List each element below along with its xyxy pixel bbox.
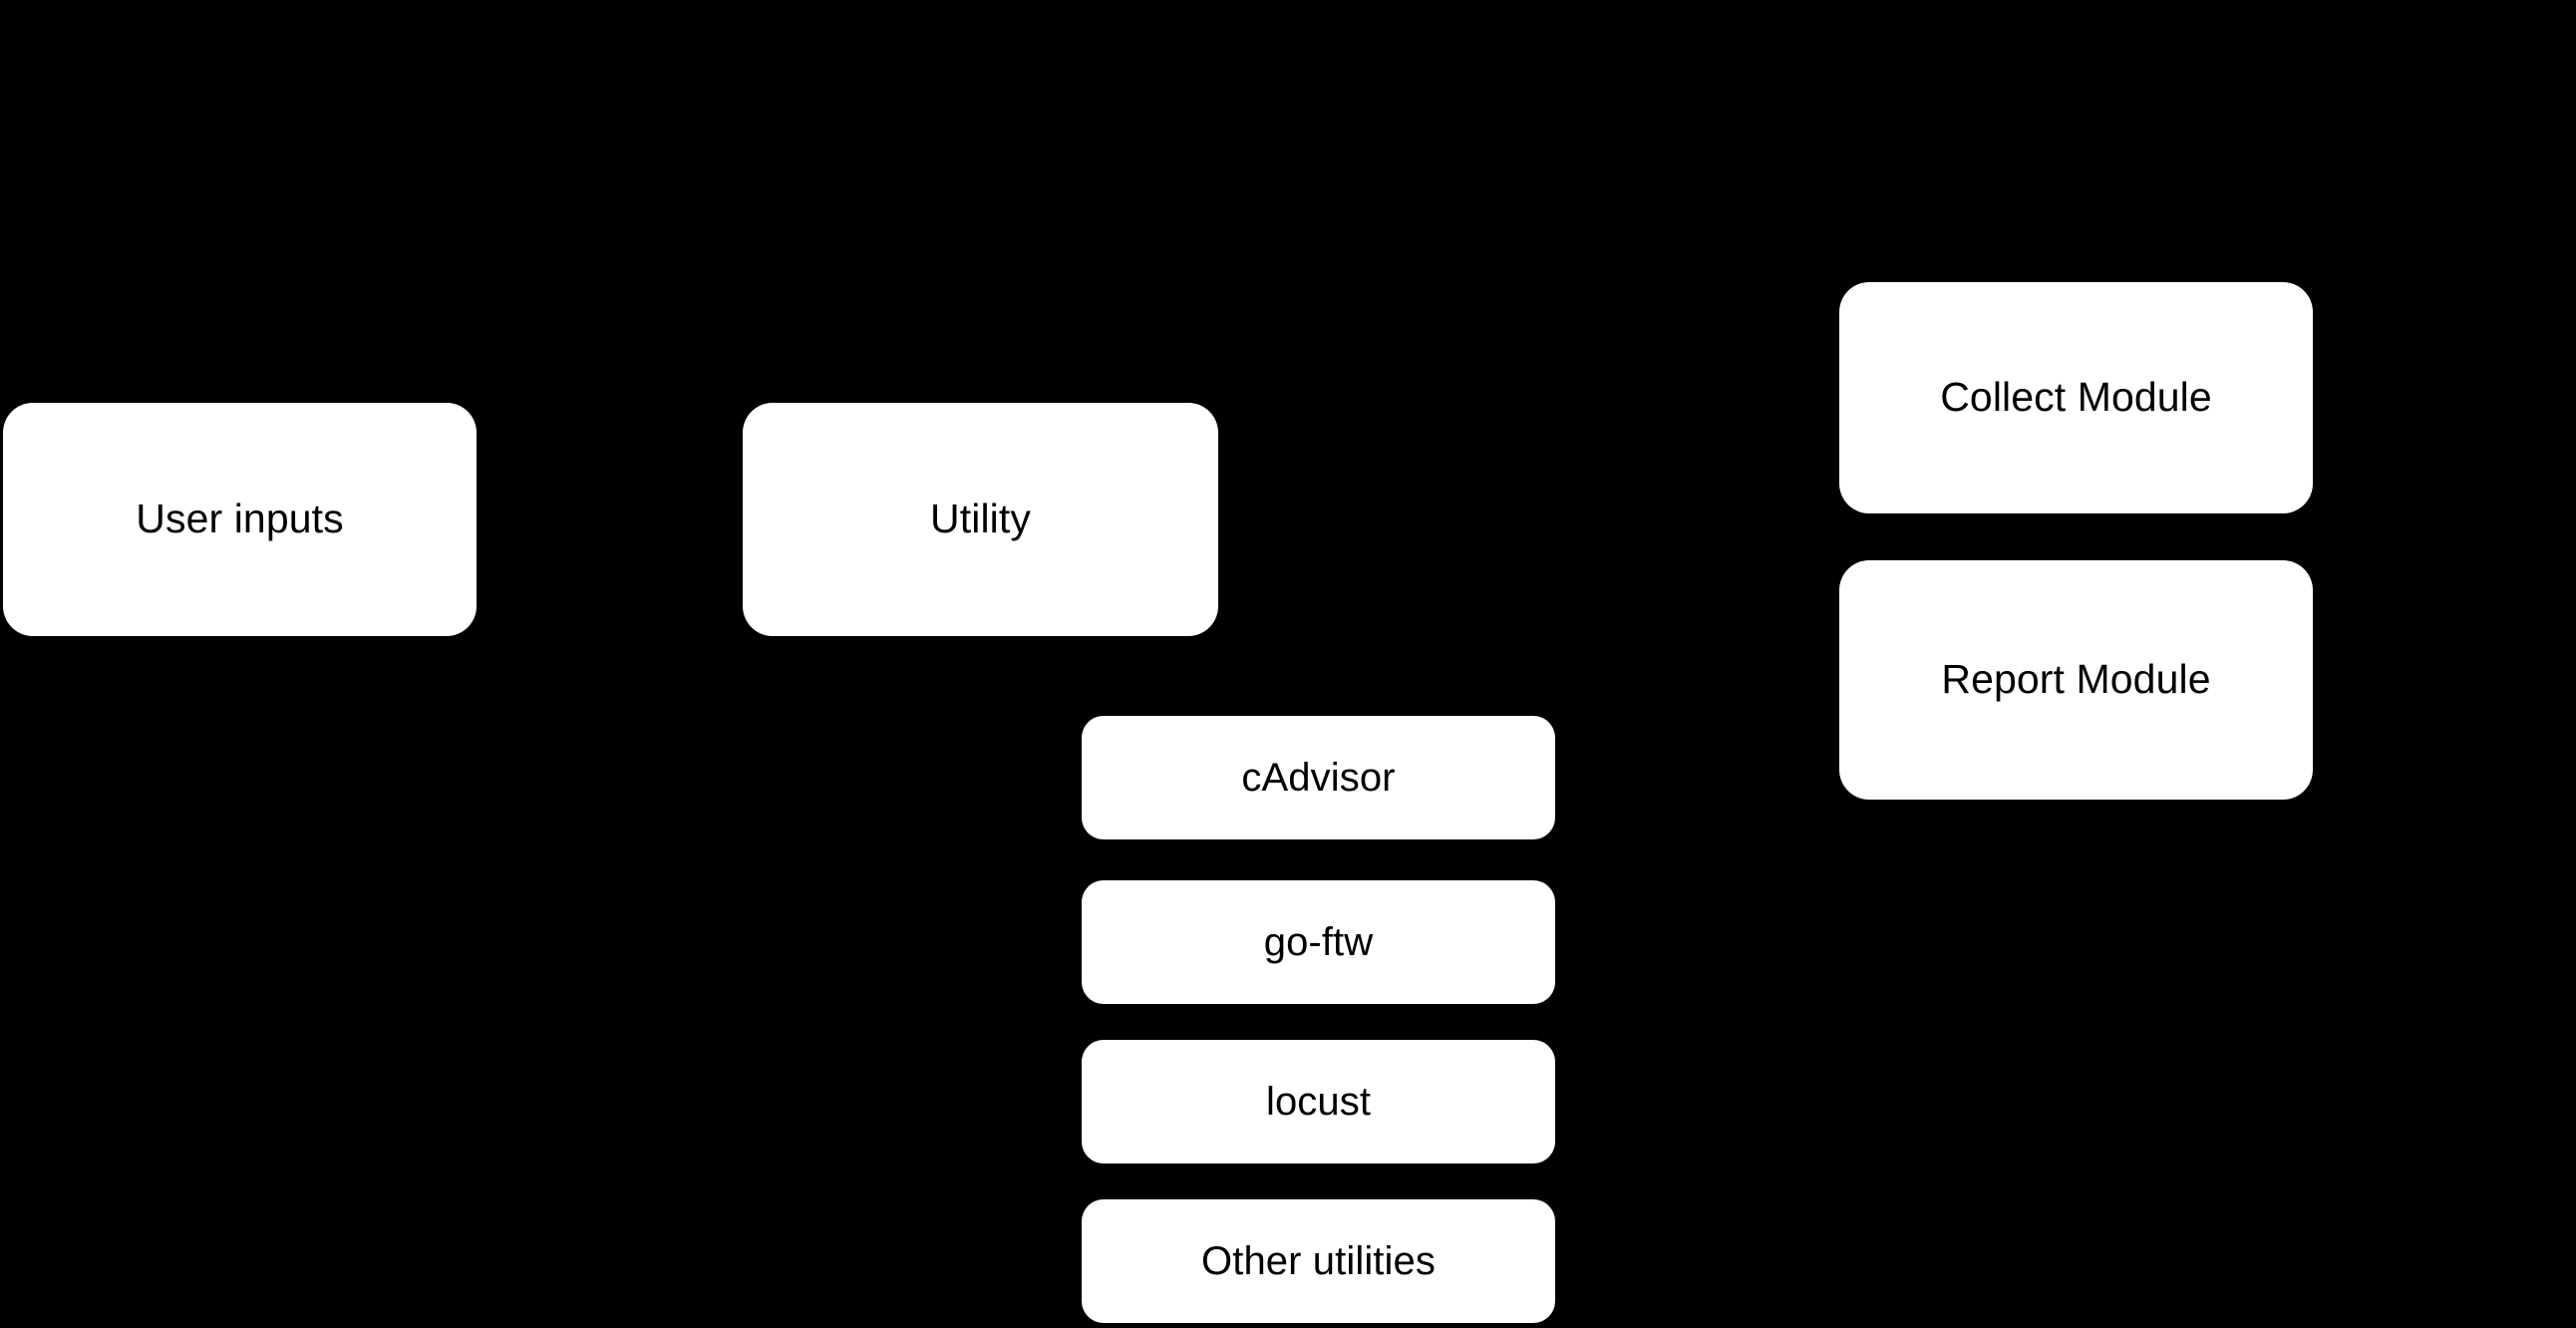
node-label: Collect Module: [1940, 374, 2212, 421]
node-go-ftw[interactable]: go-ftw: [1082, 880, 1555, 1004]
node-label: go-ftw: [1263, 920, 1374, 964]
node-user-inputs[interactable]: User inputs: [3, 403, 477, 636]
node-utility[interactable]: Utility: [743, 403, 1218, 636]
node-label: Utility: [930, 496, 1031, 542]
node-report-module[interactable]: Report Module: [1839, 560, 2313, 800]
node-other-utilities[interactable]: Other utilities: [1082, 1199, 1555, 1323]
node-label: locust: [1265, 1080, 1372, 1124]
node-label: Other utilities: [1201, 1239, 1436, 1283]
node-label: User inputs: [136, 496, 344, 542]
node-locust[interactable]: locust: [1082, 1040, 1555, 1163]
node-label: cAdvisor: [1241, 756, 1396, 800]
node-label: Report Module: [1941, 656, 2211, 703]
node-cadvisor[interactable]: cAdvisor: [1082, 716, 1555, 839]
node-collect-module[interactable]: Collect Module: [1839, 282, 2313, 513]
